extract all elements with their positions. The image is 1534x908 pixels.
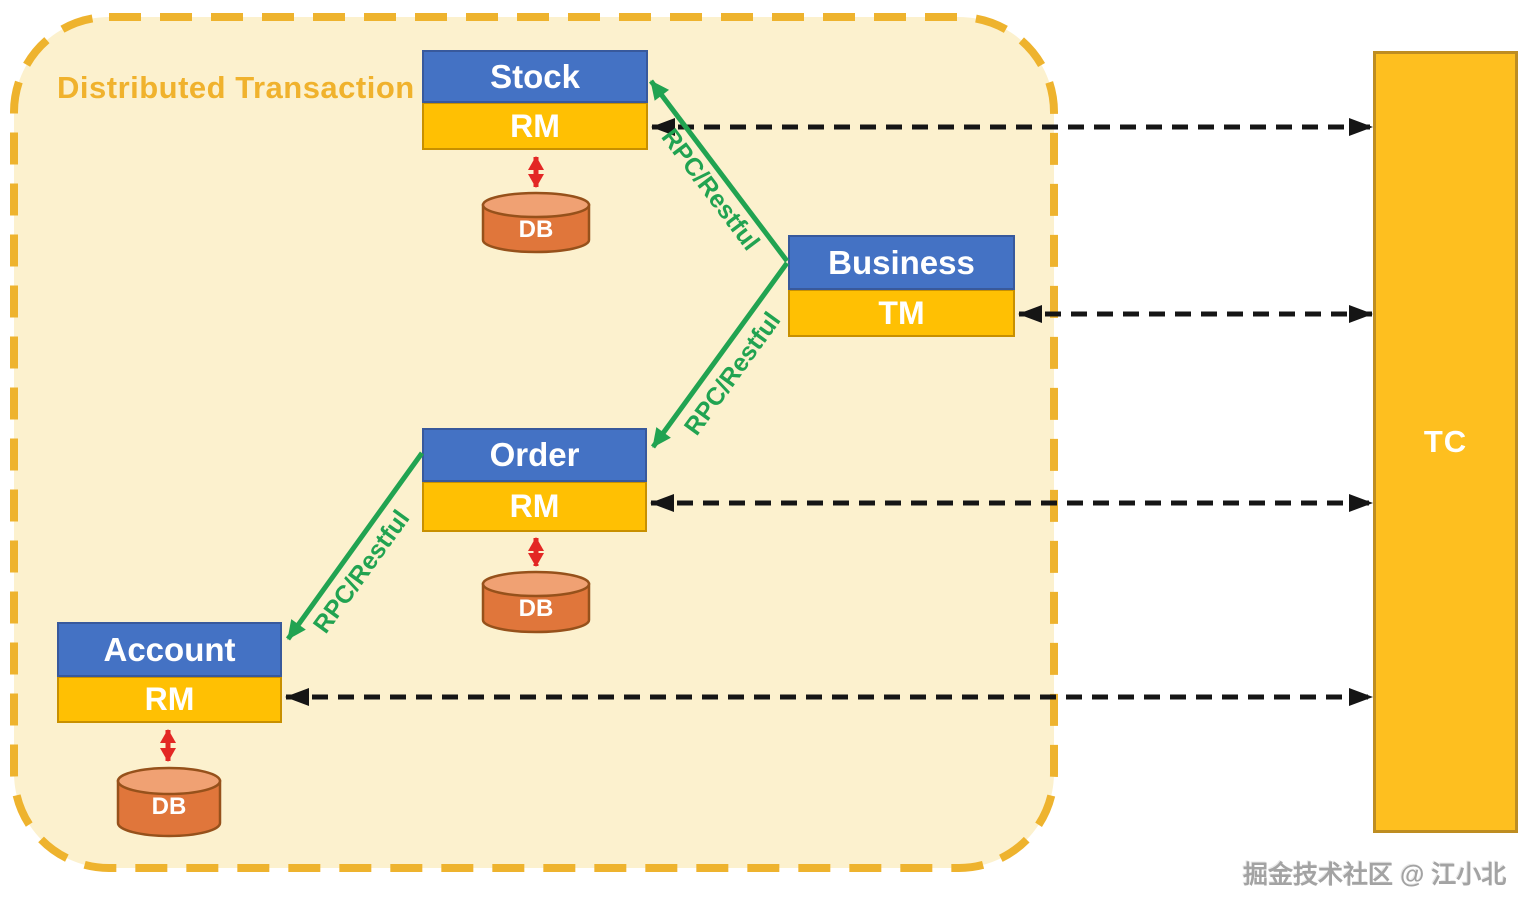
account-rm-badge: RM [57, 677, 282, 723]
page-title: Distributed Transaction [57, 70, 415, 105]
node-account: Account RM [57, 622, 282, 723]
stock-rm-badge: RM [422, 103, 648, 150]
business-tm-badge: TM [788, 290, 1015, 337]
node-order: Order RM [422, 428, 647, 532]
order-header: Order [422, 428, 647, 482]
tc-box: TC [1373, 51, 1518, 833]
node-business: Business TM [788, 235, 1015, 337]
business-header: Business [788, 235, 1015, 290]
stock-header: Stock [422, 50, 648, 103]
account-header: Account [57, 622, 282, 677]
watermark-text: 掘金技术社区 @ 江小北 [1243, 861, 1507, 889]
tc-label: TC [1423, 424, 1468, 459]
node-stock: Stock RM [422, 50, 648, 150]
order-rm-badge: RM [422, 482, 647, 532]
